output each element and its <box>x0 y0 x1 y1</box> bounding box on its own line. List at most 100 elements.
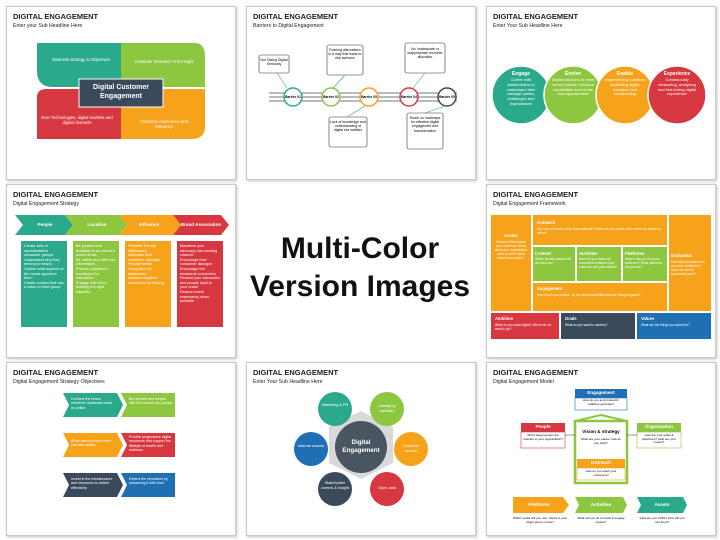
barrier-label: Barrier 04 <box>401 95 417 99</box>
thumbnail-slide-5[interactable]: DIGITAL ENGAGEMENT Digital Engagement Fr… <box>486 184 716 358</box>
node-label: Open data <box>378 486 396 490</box>
model-head: Activities <box>590 502 612 507</box>
slide-title: DIGITAL ENGAGEMENT <box>13 368 99 377</box>
cell-head: Content <box>535 251 551 256</box>
cell-head: Values <box>641 316 655 321</box>
slide-subtitle: Digital Engagement Strategy <box>13 201 80 207</box>
list-item: Create sets of representative consumer g… <box>24 244 54 258</box>
model-head: Outreach <box>590 460 612 465</box>
model-question: What will you do to reach & engage peopl… <box>577 516 625 524</box>
list-item: Be present and available in as relevant … <box>76 244 115 258</box>
slide-title: DIGITAL ENGAGEMENT <box>493 12 579 21</box>
objective-text: Extend the reputation by enhancing it wi… <box>129 477 168 486</box>
cell-text: How will you make sure our work is effec… <box>671 260 705 276</box>
model-head: Vision & strategy <box>582 429 620 434</box>
slide-title: DIGITAL ENGAGEMENT <box>493 368 579 377</box>
model-question: How are your goals & objectives? what ar… <box>641 433 677 445</box>
cell-text: Which specific assets will we focus on? <box>535 257 571 265</box>
cell-head: Goals <box>565 316 577 321</box>
cell-text: How can we reach out to that audience? W… <box>537 227 661 235</box>
chevron-row <box>15 215 229 327</box>
list-item: Provide a platform / touchpoint for inte… <box>76 266 109 281</box>
cell-text: How will you make the connection between… <box>579 257 618 269</box>
list-item: Provide media recognition for influencer… <box>128 262 153 276</box>
model-question: what are you USPs? How will you use them… <box>639 516 685 524</box>
petal-label: New Technologies, digital markets and di… <box>41 115 113 125</box>
column-head: Location <box>87 222 107 227</box>
petal-diagram <box>37 43 205 139</box>
node-label: Internal comms <box>298 444 324 448</box>
slide-subtitle: Digital Engagement Strategy Objectives <box>13 379 105 385</box>
slide-title: DIGITAL ENGAGEMENT <box>493 190 579 199</box>
barrier-label: Barrier 03 <box>361 95 377 99</box>
petal-top-left <box>37 43 121 87</box>
barrier-note: No, inadequate or inappropriate resource… <box>407 47 443 60</box>
circle-body: Continuously measuring, analyzing and fi… <box>657 77 697 97</box>
slide-title: DIGITAL ENGAGEMENT <box>13 190 99 199</box>
cell-head: Outreach <box>537 220 556 225</box>
petal-top-right <box>121 43 205 87</box>
center-label: Digital Customer Engagement <box>92 84 149 100</box>
barrier-note: Lack of knowledge and understanding of d… <box>330 120 366 133</box>
list-item: Address negative comments by helping <box>128 276 164 285</box>
thumbnail-slide-7[interactable]: DIGITAL ENGAGEMENT Enter Your Sub Headli… <box>246 362 476 536</box>
model-question: What are your values, how do you work? <box>581 437 621 445</box>
center-heading: Multi-Color Version Images <box>244 230 476 306</box>
list-item: Reduce brand expectancy when possible <box>180 289 210 304</box>
thumbnail-slide-1[interactable]: DIGITAL ENGAGEMENT Enter your Sub Headli… <box>6 6 236 180</box>
column-items: Maximize your advocacy into existing cha… <box>177 242 223 306</box>
list-item: Outline what aspects of the brand appeal… <box>24 266 64 281</box>
node-label: Marketing & PR <box>321 403 349 407</box>
list-item: Engage with them drawing the right etiqu… <box>76 280 107 294</box>
slide-title: DIGITAL ENGAGEMENT <box>253 12 339 21</box>
thumbnail-slide-4[interactable]: DIGITAL ENGAGEMENT Digital Engagement St… <box>6 184 236 358</box>
center-heading-line: Multi-Color <box>280 232 440 265</box>
circle-head: Experience <box>663 71 691 77</box>
list-item: Be visible and offer two information <box>76 257 116 267</box>
list-item: Stimulate their consumer dialogue <box>128 253 161 262</box>
circle-body: Confer with stakeholders to understand t… <box>506 77 536 106</box>
slide-subtitle: Enter Your Sub Headline Here <box>493 23 563 29</box>
cell-head: Engagement <box>537 286 563 291</box>
cell-head: Assets <box>504 233 518 238</box>
cell-text: What do you want to achieve? <box>565 323 608 327</box>
cell-text: What is it that makes your audience? Wha… <box>494 240 528 260</box>
node-label: Managing websites <box>378 404 396 413</box>
model-question: How do you and prospects' relations gene… <box>582 398 620 406</box>
cell-head: Evaluation <box>671 253 693 258</box>
model-diagram <box>513 389 687 513</box>
hub-label: Digital Engagement <box>342 439 380 454</box>
circle-head: Engage <box>511 71 531 77</box>
model-head: Platforms <box>528 502 550 507</box>
slide-subtitle: Enter Your Sub Headline Here <box>253 379 323 385</box>
model-head: Organization <box>644 424 674 429</box>
column-head: People <box>37 222 53 227</box>
slide-title: DIGITAL ENGAGEMENT <box>253 368 339 377</box>
column-head: Influence <box>138 222 160 227</box>
list-item: Encourage the emotional connection <box>180 266 216 276</box>
barrier-note: Not Taking Digital Seriously <box>260 58 288 67</box>
list-item: Maximize your advocacy into existing cha… <box>180 244 218 258</box>
thumbnail-slide-8[interactable]: DIGITAL ENGAGEMENT Digital Engagement Mo… <box>486 362 716 536</box>
objective-text: Provide progressive digital resources th… <box>129 435 172 452</box>
column-items: Create sets of representative consumer g… <box>21 242 67 292</box>
circle-body: Implementing solutions facilitating digi… <box>604 77 646 97</box>
slide-subtitle: Digital Engagement Model <box>493 379 554 385</box>
circle-chain <box>491 65 707 125</box>
petal-label: Business strategy & Objectives <box>52 57 110 62</box>
objective-text: Connect the brand wherever audiences see… <box>71 397 112 410</box>
model-question: How do you reach your customers? <box>585 469 617 477</box>
model-head: Engagement <box>587 390 615 395</box>
cell-text: How would you expect - by the several ac… <box>537 293 641 297</box>
framework-grid <box>491 215 711 339</box>
slide-subtitle: Digital Engagement Framework <box>493 201 566 207</box>
circle-head: Evolve <box>564 71 582 77</box>
cell-text: What are the things you stand for? <box>641 323 690 327</box>
thumbnail-slide-6[interactable]: DIGITAL ENGAGEMENT Digital Engagement St… <box>6 362 236 536</box>
thumbnail-slide-3[interactable]: DIGITAL ENGAGEMENT Enter Your Sub Headli… <box>486 6 716 180</box>
center-heading-line: Version Images <box>249 270 471 303</box>
model-head: Assets <box>654 502 670 507</box>
cell-head: Platforms <box>625 251 645 256</box>
thumbnail-slide-2[interactable]: DIGITAL ENGAGEMENT Barriers to Digital E… <box>246 6 476 180</box>
cell-text: What do you want digital? Where do we wa… <box>495 323 552 331</box>
